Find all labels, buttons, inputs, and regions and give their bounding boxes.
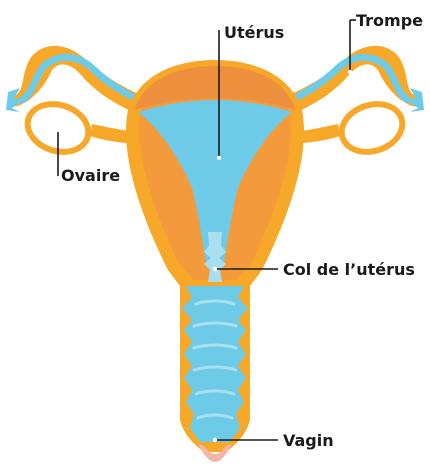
label-vagina: Vagin (283, 431, 334, 450)
label-uterus: Utérus (224, 23, 284, 42)
label-cervix: Col de l’utérus (283, 260, 415, 279)
right-ovary (332, 93, 413, 163)
label-ovary: Ovaire (61, 166, 120, 185)
label-tube: Trompe (356, 11, 423, 30)
